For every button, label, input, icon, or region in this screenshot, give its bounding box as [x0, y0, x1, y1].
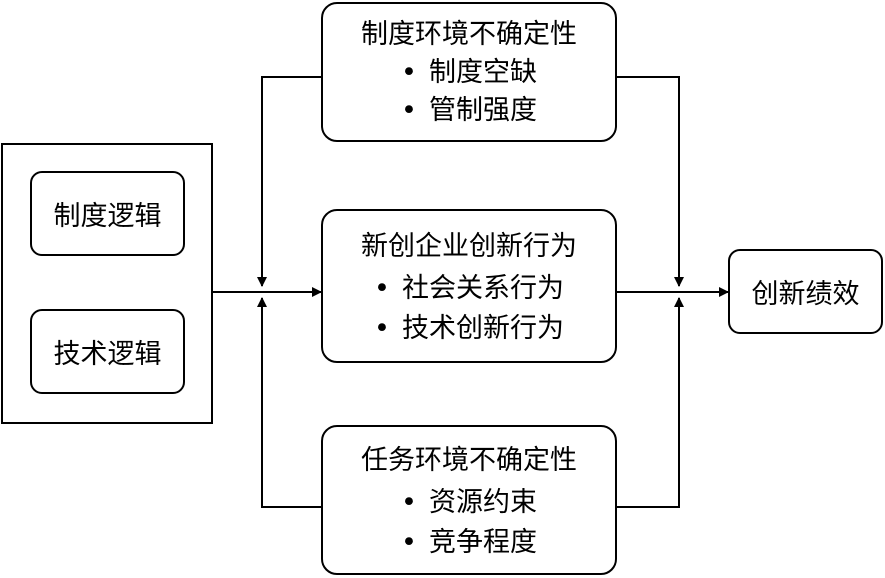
arrow-task-to-left-junction: [257, 297, 321, 508]
bullet-text: 技术创新行为: [401, 313, 564, 344]
bullet-dot: •: [401, 487, 417, 518]
bullet-text: 管制强度: [428, 95, 537, 126]
bullet-dot: •: [401, 95, 417, 126]
institutional-uncertainty-bullet: • 管制强度: [323, 94, 615, 128]
innovation-performance-label: 创新绩效: [751, 279, 860, 310]
bullet-text: 资源约束: [428, 487, 537, 518]
institutional-uncertainty-title: 制度环境不确定性: [361, 19, 577, 50]
institutional-uncertainty-box: 制度环境不确定性 • 制度空缺 • 管制强度: [321, 2, 617, 142]
arrow-institutional-to-right-junction: [617, 76, 684, 287]
bullet-text: 社会关系行为: [401, 273, 564, 304]
technical-logic-label: 技术逻辑: [53, 339, 162, 370]
task-uncertainty-bullet: • 资源约束: [323, 486, 615, 520]
bullet-dot: •: [401, 57, 417, 88]
institutional-logic-box: 制度逻辑: [30, 171, 185, 256]
bullet-text: 竞争程度: [428, 527, 537, 558]
bullet-dot: •: [374, 313, 390, 344]
institutional-logic-label: 制度逻辑: [53, 201, 162, 232]
bullet-dot: •: [374, 273, 390, 304]
entrepreneurial-behavior-box: 新创企业创新行为 • 社会关系行为 • 技术创新行为: [321, 209, 617, 363]
institutional-uncertainty-bullet: • 制度空缺: [323, 56, 615, 90]
arrow-task-to-right-junction: [617, 297, 684, 508]
entrepreneurial-behavior-bullet: • 社会关系行为: [323, 272, 615, 306]
entrepreneurial-behavior-title: 新创企业创新行为: [361, 231, 577, 262]
technical-logic-box: 技术逻辑: [30, 309, 185, 394]
entrepreneurial-behavior-bullet: • 技术创新行为: [323, 312, 615, 346]
task-uncertainty-bullet: • 竞争程度: [323, 526, 615, 560]
bullet-dot: •: [401, 527, 417, 558]
innovation-performance-box: 创新绩效: [728, 249, 883, 334]
task-uncertainty-title: 任务环境不确定性: [361, 445, 577, 476]
task-uncertainty-box: 任务环境不确定性 • 资源约束 • 竞争程度: [321, 425, 617, 575]
arrow-institutional-to-left-junction: [257, 76, 321, 287]
logic-group-frame: 制度逻辑 技术逻辑: [1, 143, 213, 424]
bullet-text: 制度空缺: [428, 57, 537, 88]
